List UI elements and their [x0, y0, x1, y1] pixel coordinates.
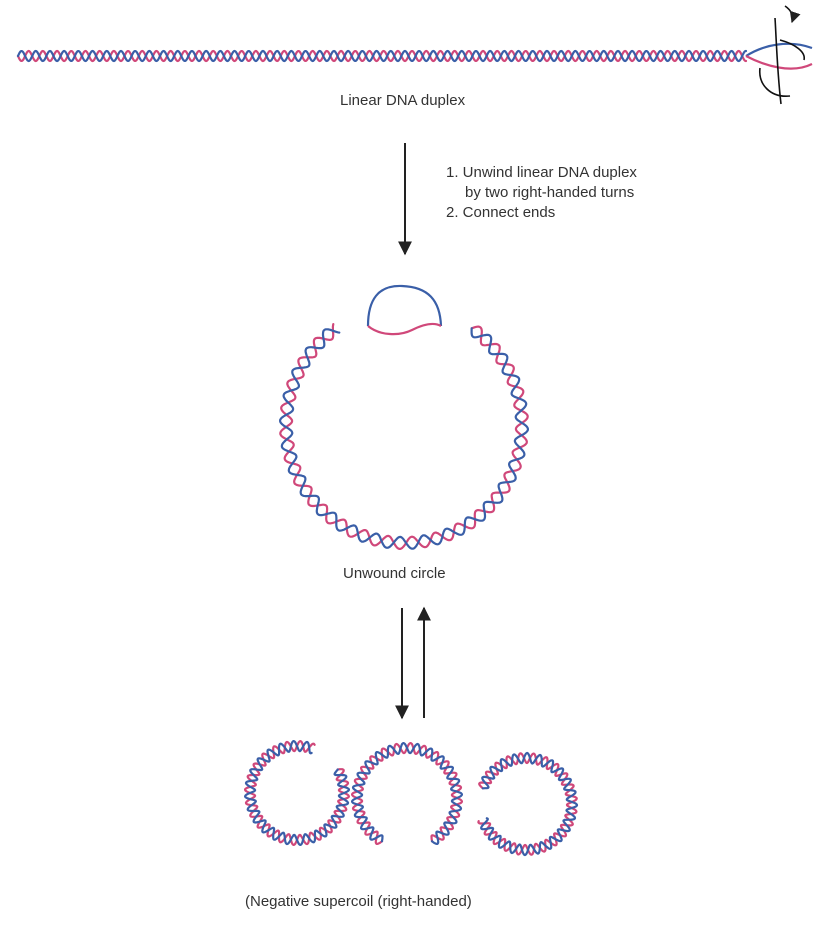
equilibrium-arrows-icon [402, 608, 424, 718]
step-1-line-1: 1. Unwind linear DNA duplex [446, 163, 637, 183]
supercoil-loop-1-red [245, 741, 349, 845]
supercoil-loop-1-blue [245, 741, 349, 845]
linear-dna-label: Linear DNA duplex [340, 92, 465, 109]
strand-red-end [746, 56, 812, 69]
step-2: 2. Connect ends [446, 203, 637, 223]
bubble-red [368, 324, 441, 334]
linear-dna-helix [18, 51, 746, 61]
unwound-strand-end [746, 44, 812, 69]
bubble-blue [368, 286, 441, 326]
unwound-circle-dna [280, 324, 528, 549]
rotation-arrow-icon [760, 6, 804, 104]
unwound-bubble [368, 286, 441, 334]
supercoil-loop-3-blue [481, 753, 577, 855]
steps-text: 1. Unwind linear DNA duplex by two right… [446, 163, 637, 223]
strand-blue-end [746, 44, 812, 56]
negative-supercoil-label: (Negative supercoil (right-handed) [245, 893, 472, 910]
circle-strand-blue [280, 328, 528, 548]
step-1-line-2: by two right-handed turns [446, 183, 637, 203]
negative-supercoil-dna [245, 741, 577, 855]
unwound-circle-label: Unwound circle [343, 565, 446, 582]
